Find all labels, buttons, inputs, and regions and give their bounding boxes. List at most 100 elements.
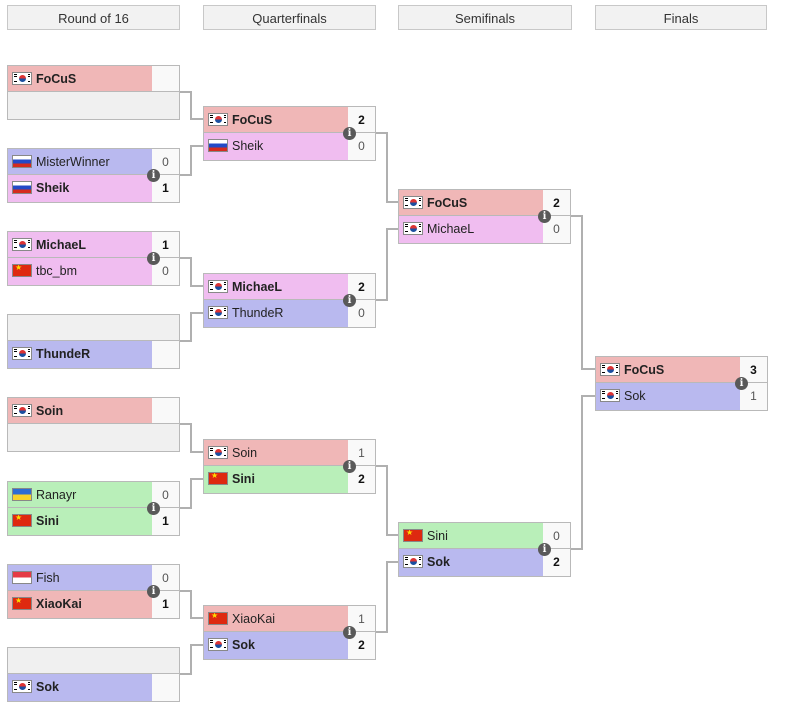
match-info-icon[interactable]: i (147, 502, 160, 515)
player-cell (8, 424, 153, 451)
connector-line (571, 395, 595, 550)
flag-ua-icon (12, 488, 32, 501)
flag-kr-icon (12, 680, 32, 693)
match-info-icon[interactable]: i (147, 585, 160, 598)
player-cell: Sok (399, 549, 544, 576)
player-name: Sok (427, 555, 450, 569)
player-cell: Soin (8, 398, 153, 423)
match-r0-7: Fish0XiaoKai1i (7, 564, 180, 620)
flag-cn-icon (208, 612, 228, 625)
match-info-icon[interactable]: i (343, 127, 356, 140)
player-slot[interactable]: Sok (7, 674, 180, 702)
player-score (152, 398, 179, 423)
connector-line (180, 312, 203, 342)
flag-kr-icon (403, 222, 423, 235)
player-cell: FoCuS (8, 66, 153, 91)
match-info-icon[interactable]: i (343, 294, 356, 307)
match-info-icon[interactable]: i (343, 626, 356, 639)
match-info-icon[interactable]: i (147, 169, 160, 182)
flag-kr-icon (403, 555, 423, 568)
match-info-icon[interactable]: i (735, 377, 748, 390)
round-header-final: Finals (595, 5, 767, 30)
player-slot (7, 92, 180, 120)
player-slot[interactable]: tbc_bm0 (7, 258, 180, 286)
player-name: MisterWinner (36, 155, 110, 169)
flag-kr-icon (12, 347, 32, 360)
connector-line (180, 644, 203, 675)
player-cell: Sini (399, 523, 544, 548)
flag-ru-icon (12, 181, 32, 194)
player-slot[interactable]: FoCuS (7, 65, 180, 92)
player-name: MichaeL (427, 222, 475, 236)
player-slot[interactable]: Sheik 1 (7, 175, 180, 203)
player-score (152, 341, 179, 368)
flag-ru-icon (208, 139, 228, 152)
flag-cn-icon (12, 264, 32, 277)
player-score (152, 92, 179, 119)
match-r0-1: FoCuS (7, 65, 180, 121)
player-score (152, 315, 179, 340)
player-name: Sok (232, 638, 255, 652)
flag-kr-icon (12, 238, 32, 251)
match-info-icon[interactable]: i (147, 252, 160, 265)
player-cell: MisterWinner (8, 149, 153, 174)
match-info-icon[interactable]: i (538, 543, 551, 556)
player-name: Sheik (36, 181, 70, 195)
player-slot (7, 314, 180, 341)
match-info-icon[interactable]: i (343, 460, 356, 473)
player-cell: ThundeR (204, 300, 349, 327)
flag-cn-icon (12, 597, 32, 610)
flag-kr-icon (600, 389, 620, 402)
flag-kr-icon (208, 280, 228, 293)
player-name: MichaeL (232, 280, 283, 294)
player-cell: ThundeR (8, 341, 153, 368)
player-score (152, 674, 179, 701)
match-r0-4: ThundeR (7, 314, 180, 370)
connector-line (571, 215, 595, 370)
player-name: Sok (624, 389, 646, 403)
player-score (152, 424, 179, 451)
connector-line (376, 465, 398, 536)
player-name: ThundeR (232, 306, 284, 320)
player-cell: Sini (8, 508, 153, 535)
player-score (152, 66, 179, 91)
player-name: Soin (36, 404, 64, 418)
connector-line (180, 478, 203, 509)
flag-cn-icon (403, 529, 423, 542)
player-cell: Sini (204, 466, 349, 493)
player-slot[interactable]: Soin (7, 397, 180, 424)
match-info-icon[interactable]: i (538, 210, 551, 223)
player-slot[interactable]: ThundeR (7, 341, 180, 369)
flag-kr-icon (12, 404, 32, 417)
player-name: tbc_bm (36, 264, 77, 278)
flag-kr-icon (208, 638, 228, 651)
player-score: 1 (152, 175, 179, 202)
flag-kr-icon (208, 306, 228, 319)
player-cell: MichaeL (8, 232, 153, 257)
